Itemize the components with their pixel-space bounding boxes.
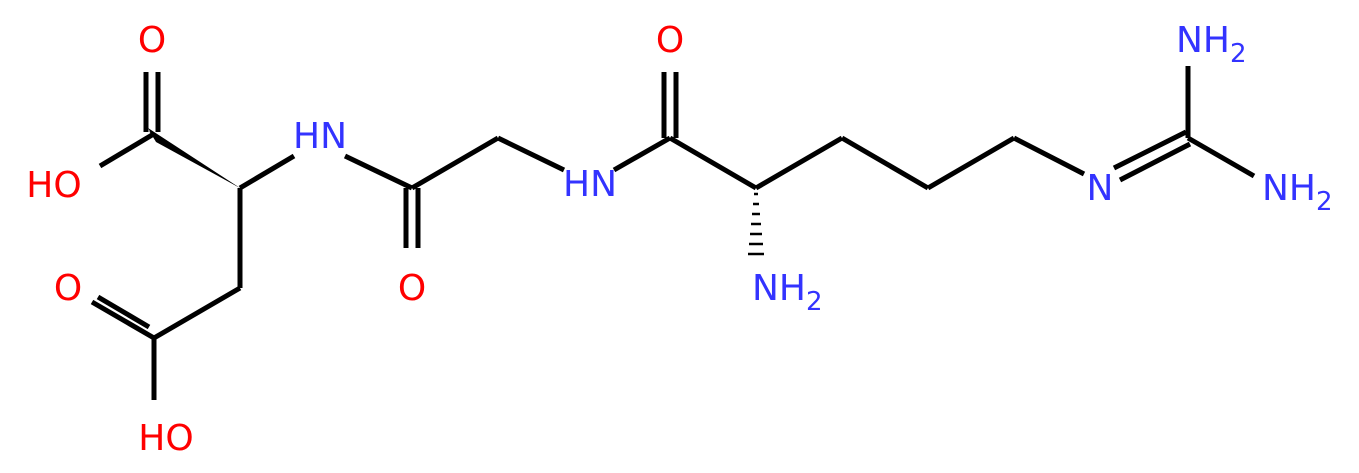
bond-n1-c2	[343, 153, 414, 191]
bond-cd3-n4	[1012, 135, 1086, 177]
bond-n4-cz-b	[1118, 141, 1192, 183]
bond-layer	[90, 66, 1256, 400]
atom-label-o5: HO	[138, 418, 193, 459]
atom-label-n2: HN	[563, 164, 617, 205]
bond-ca-n1	[238, 153, 296, 191]
atom-label-o2: HO	[26, 165, 81, 206]
bond-c3-ca3	[668, 135, 758, 191]
hash-bond-arg	[748, 192, 764, 256]
atom-label-o3: O	[54, 268, 82, 309]
bond-c1-o2	[98, 132, 154, 169]
bond-cb-cg	[152, 285, 242, 341]
bond-cg3-cd3	[926, 135, 1016, 191]
atom-label-n4: N	[1087, 168, 1114, 209]
atom-label-n5: NH2	[1176, 20, 1247, 69]
atom-label-layer: O HO HN O O HO HN O NH2 N NH2 NH2	[26, 20, 1332, 459]
atom-label-n6: NH2	[1262, 168, 1333, 217]
atom-label-o4: O	[398, 268, 426, 309]
bond-n4-cz-a	[1112, 129, 1188, 171]
bond-ca3-cb3	[754, 135, 844, 191]
bond-cg-o3-b	[96, 294, 151, 330]
bond-cb3-cg3	[840, 135, 930, 191]
atom-label-n1: HN	[293, 116, 347, 157]
bond-ca2-n2	[496, 135, 566, 173]
atom-label-n3: NH2	[752, 268, 823, 317]
bond-n2-c3	[612, 135, 672, 173]
atom-label-o6: O	[656, 20, 684, 61]
atom-label-o1: O	[138, 20, 166, 61]
wedge-bond-asp-body	[148, 128, 240, 188]
bond-cg-o3-a	[90, 299, 156, 341]
bond-cz-n6	[1186, 135, 1256, 179]
bond-c2-ca2	[410, 135, 500, 191]
